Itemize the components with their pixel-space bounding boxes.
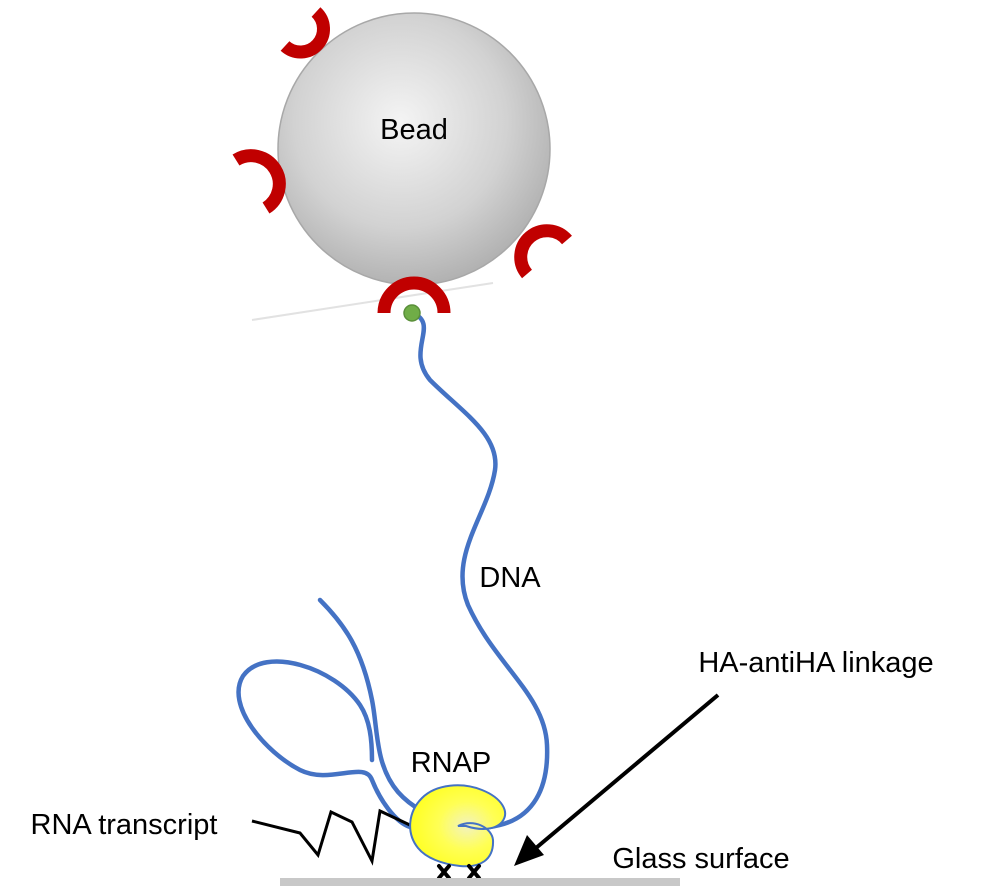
antibody-left <box>232 149 286 214</box>
antibody-right <box>514 224 572 279</box>
antibody-bottom <box>377 276 451 314</box>
linkage-arrow <box>514 693 720 866</box>
surface-label: Glass surface <box>612 843 789 875</box>
antibody-top <box>280 7 330 59</box>
rna-transcript <box>251 808 413 866</box>
dna-label: DNA <box>479 562 541 594</box>
linkage-label: HA-antiHA linkage <box>698 647 933 679</box>
bead-label: Bead <box>380 114 448 146</box>
rnap-label: RNAP <box>411 747 492 779</box>
dna-strand <box>236 310 550 831</box>
digoxigenin-anchor <box>403 304 421 322</box>
antibodies <box>232 7 572 314</box>
transcript-label: RNA transcript <box>31 809 218 841</box>
bead <box>277 12 551 286</box>
glass-surface <box>280 878 680 886</box>
ha-linkage-crosses <box>437 864 481 880</box>
rnap <box>409 784 507 868</box>
tether-line <box>251 282 494 321</box>
